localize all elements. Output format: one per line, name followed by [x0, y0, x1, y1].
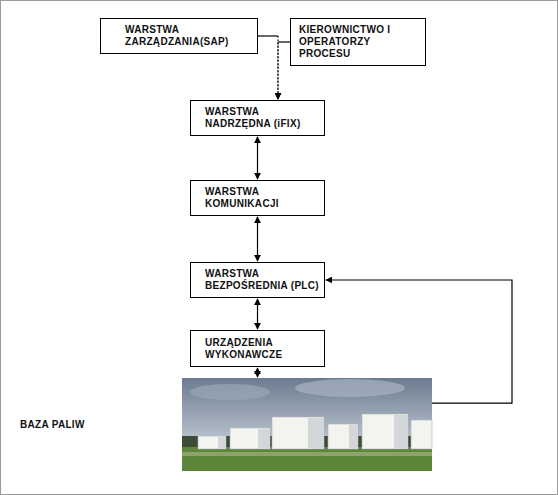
connector — [257, 137, 258, 179]
cloud — [190, 384, 270, 400]
sky — [182, 378, 432, 448]
dotted-line — [277, 42, 278, 99]
connector-line — [326, 280, 512, 403]
box-label: KIEROWNICTWO I OPERATORZY PROCESU — [299, 24, 421, 60]
connector — [278, 42, 290, 99]
connector-line — [257, 217, 258, 261]
connector-line — [257, 368, 258, 377]
box-label: BAZA PALIW — [20, 419, 428, 431]
box-label: URZĄDZENIA WYKONAWCZE — [205, 337, 320, 361]
connector — [258, 36, 278, 99]
actuators-box: URZĄDZENIA WYKONAWCZE — [190, 330, 325, 367]
grass — [182, 447, 432, 471]
shade — [349, 425, 358, 449]
road — [182, 452, 432, 456]
fuel-depot: BAZA PALIW — [15, 378, 432, 471]
fuel-depot-photo — [182, 378, 432, 471]
tank — [328, 424, 358, 449]
tank — [411, 420, 432, 449]
management-layer-box: WARSTWA ZARZĄDZANIA(SAP) — [100, 18, 258, 54]
communication-layer-box: WARSTWA KOMUNIKACJI — [190, 180, 325, 216]
shade — [258, 429, 270, 449]
box-label: WARSTWA BEZPOŚREDNIA (PLC) — [205, 268, 320, 292]
scada-layer-box: WARSTWA NADRZĘDNA (iFIX) — [190, 100, 325, 136]
tanks — [198, 414, 432, 449]
plc-layer-box: WARSTWA BEZPOŚREDNIA (PLC) — [190, 262, 325, 298]
operators-box: KIEROWNICTWO I OPERATORZY PROCESU — [290, 18, 426, 66]
tank — [272, 417, 324, 449]
connector-line — [278, 41, 290, 42]
connector-line — [258, 35, 278, 36]
tank-shading — [218, 415, 408, 449]
connector — [257, 217, 258, 261]
shade — [308, 418, 324, 449]
tank — [230, 428, 270, 449]
cloud — [295, 379, 405, 397]
connector — [257, 299, 258, 329]
connector — [257, 368, 258, 377]
box-label: WARSTWA ZARZĄDZANIA(SAP) — [125, 24, 253, 48]
dotted-line — [277, 36, 278, 99]
connector — [326, 280, 512, 403]
box-label: WARSTWA NADRZĘDNA (iFIX) — [205, 106, 320, 130]
tank — [362, 414, 408, 449]
tank — [198, 436, 226, 449]
box-label: WARSTWA KOMUNIKACJI — [205, 186, 320, 210]
connector-line — [257, 299, 258, 329]
shade — [394, 415, 408, 449]
connector-line — [257, 137, 258, 179]
shade — [218, 437, 226, 449]
